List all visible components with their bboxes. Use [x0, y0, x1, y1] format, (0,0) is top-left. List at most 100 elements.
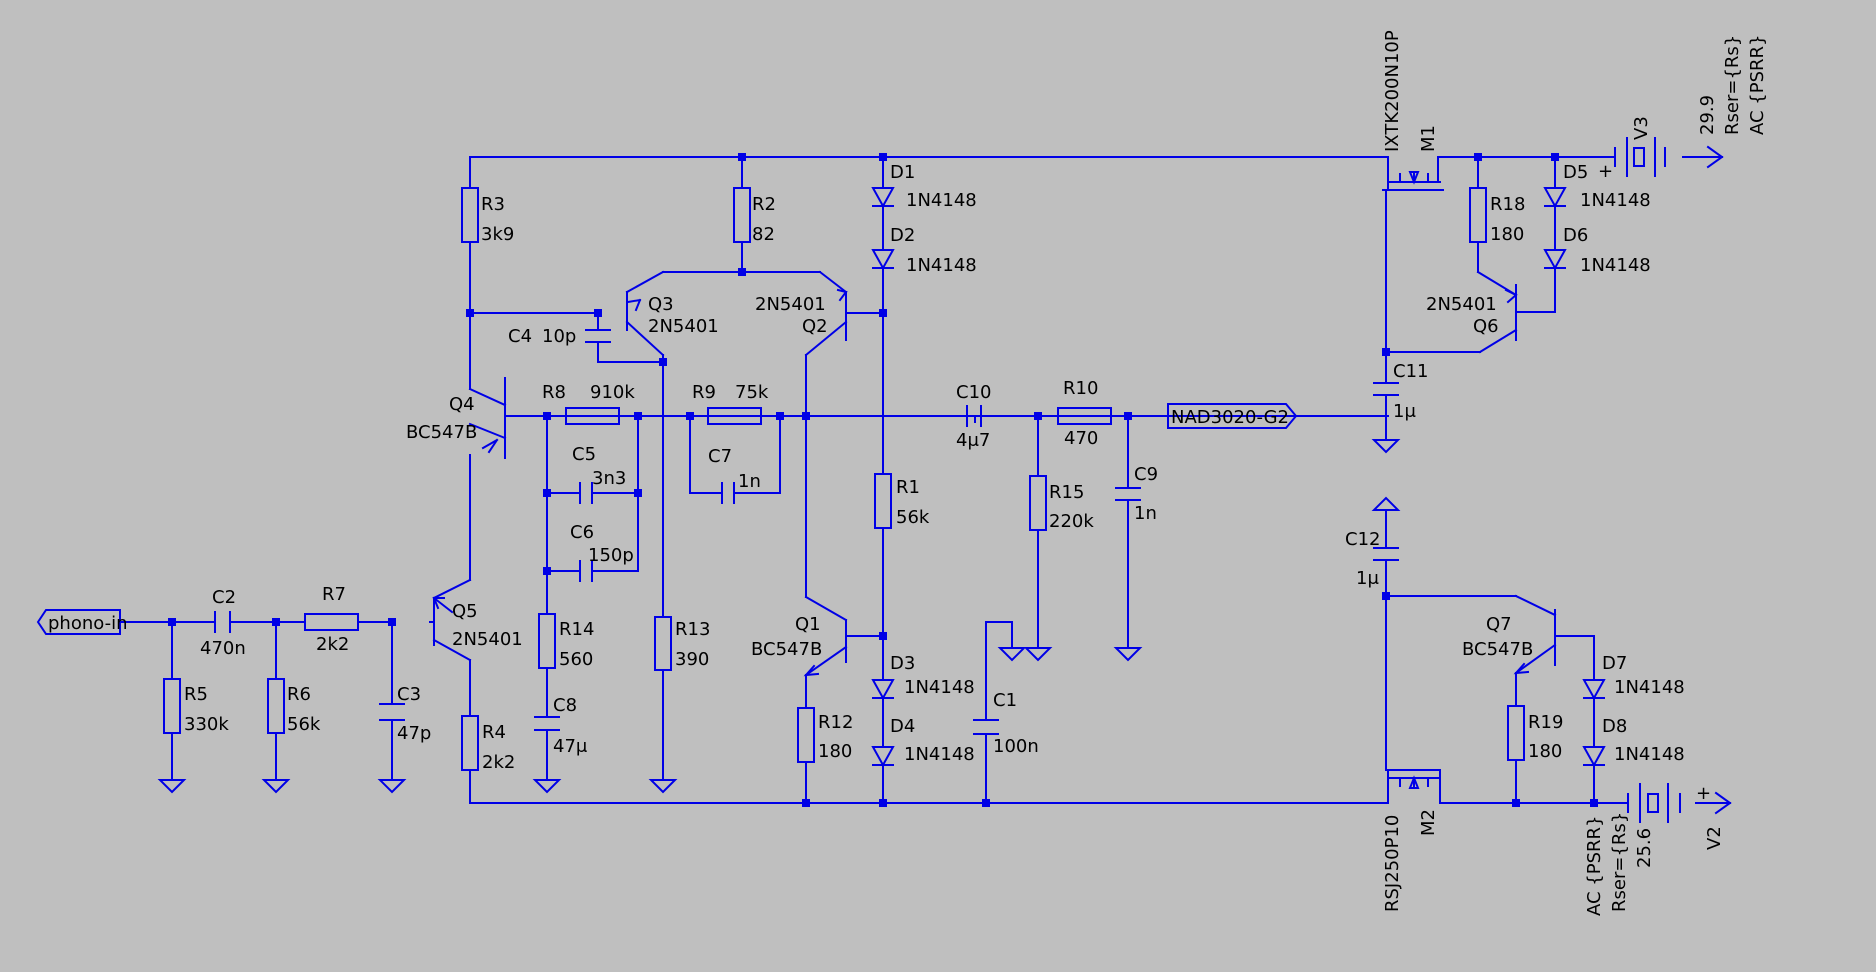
value-r10: 470	[1064, 428, 1098, 449]
value-q3: 2N5401	[648, 316, 719, 337]
label-r19: R19	[1528, 712, 1563, 733]
label-r9: R9	[692, 382, 716, 403]
value-q4: BC547B	[406, 422, 477, 443]
label-q4: Q4	[449, 394, 475, 415]
label-m2: M2	[1418, 809, 1439, 836]
label-r1: R1	[896, 477, 920, 498]
value-q2: Q2	[802, 316, 828, 337]
value-c7: 1n	[738, 471, 761, 492]
label-c8: C8	[553, 695, 577, 716]
label-d4: D4	[890, 716, 915, 737]
value-r6: 56k	[287, 714, 321, 735]
label-c2: C2	[212, 587, 236, 608]
label-c6: C6	[570, 522, 594, 543]
label-v3: V3	[1631, 116, 1652, 140]
component-labels: R1 56k R2 82 R3 3k9 R4 2k2 R5 330k R6 56…	[184, 30, 1768, 916]
label-c10: C10	[956, 382, 991, 403]
label-r5: R5	[184, 684, 208, 705]
value-r4: 2k2	[482, 752, 515, 773]
value-r18: 180	[1490, 224, 1524, 245]
value-d5: 1N4148	[1580, 190, 1651, 211]
value-m1: IXTK200N10P	[1382, 30, 1403, 152]
value-d3: 1N4148	[904, 677, 975, 698]
label-r13: R13	[675, 619, 710, 640]
ac-v3: AC {PSRR}	[1747, 35, 1768, 136]
value-r13: 390	[675, 649, 709, 670]
label-d6: D6	[1563, 225, 1588, 246]
value-c5: 3n3	[592, 468, 626, 489]
value-c2: 470n	[200, 638, 246, 659]
label-c12: C12	[1345, 529, 1380, 550]
plus-v2: +	[1696, 783, 1711, 804]
label-r3: R3	[481, 194, 505, 215]
label-r14: R14	[559, 619, 594, 640]
value-d7: 1N4148	[1614, 677, 1685, 698]
ground-symbols	[157, 439, 1401, 794]
label-q1: Q1	[795, 614, 821, 635]
label-d7: D7	[1602, 653, 1627, 674]
value-r19: 180	[1528, 741, 1562, 762]
rser-v2: Rser={Rs}	[1609, 812, 1630, 912]
value-v2: 25.6	[1634, 828, 1655, 868]
label-c7: C7	[708, 446, 732, 467]
value-r1: 56k	[896, 507, 930, 528]
value-r12: 180	[818, 741, 852, 762]
label-c4: C4	[508, 326, 532, 347]
label-r2: R2	[752, 194, 776, 215]
diode-symbols	[871, 187, 1606, 768]
value-r5: 330k	[184, 714, 229, 735]
plus-v3: +	[1598, 161, 1613, 182]
label-d3: D3	[890, 653, 915, 674]
label-c3: C3	[397, 684, 421, 705]
label-q6: 2N5401	[1426, 294, 1497, 315]
port-output: NAD3020-G2	[1127, 403, 1298, 429]
label-r8: R8	[542, 382, 566, 403]
label-r4: R4	[482, 722, 506, 743]
label-r7: R7	[322, 584, 346, 605]
ac-v2: AC {PSRR}	[1584, 816, 1605, 917]
value-q6: Q6	[1473, 316, 1499, 337]
label-v2: V2	[1704, 826, 1725, 850]
value-d6: 1N4148	[1580, 255, 1651, 276]
value-d8: 1N4148	[1614, 744, 1685, 765]
value-d2: 1N4148	[906, 255, 977, 276]
value-q1: BC547B	[751, 639, 822, 660]
label-d1: D1	[890, 162, 915, 183]
label-r10: R10	[1063, 378, 1098, 399]
value-c11: 1μ	[1393, 401, 1416, 422]
rser-v3: Rser={Rs}	[1722, 35, 1743, 135]
value-r3: 3k9	[481, 224, 514, 245]
mosfet-m2	[1385, 769, 1441, 789]
label-r18: R18	[1490, 194, 1525, 215]
value-d1: 1N4148	[906, 190, 977, 211]
value-c9: 1n	[1134, 503, 1157, 524]
label-d2: D2	[890, 225, 915, 246]
label-r12: R12	[818, 712, 853, 733]
value-q7: BC547B	[1462, 639, 1533, 660]
value-c4: 10p	[542, 326, 576, 347]
value-m2: RSJ250P10	[1382, 815, 1403, 912]
label-r6: R6	[287, 684, 311, 705]
value-r14: 560	[559, 649, 593, 670]
capacitor-plates	[214, 329, 1399, 735]
value-c6: 150p	[588, 545, 634, 566]
value-r9: 75k	[735, 382, 769, 403]
value-r2: 82	[752, 224, 775, 245]
label-d5: D5	[1563, 162, 1588, 183]
resistor-bodies	[163, 187, 1525, 771]
label-c11: C11	[1393, 361, 1428, 382]
port-output-label: NAD3020-G2	[1171, 407, 1289, 428]
label-q2: 2N5401	[755, 294, 826, 315]
value-c3: 47p	[397, 723, 431, 744]
label-q5: Q5	[452, 601, 478, 622]
mosfet-m1	[1387, 171, 1441, 191]
value-r7: 2k2	[316, 634, 349, 655]
label-r15: R15	[1049, 482, 1084, 503]
value-c8: 47μ	[553, 736, 588, 757]
label-c9: C9	[1134, 464, 1158, 485]
value-v3: 29.9	[1697, 95, 1718, 135]
label-q7: Q7	[1486, 614, 1512, 635]
label-q3: Q3	[648, 294, 674, 315]
supply-v2	[1627, 783, 1732, 823]
